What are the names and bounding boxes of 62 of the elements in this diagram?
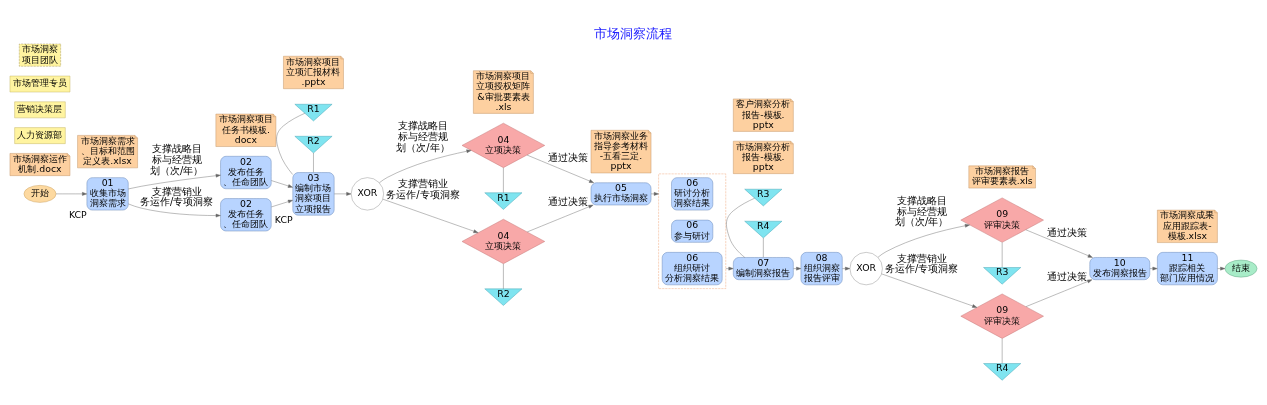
arrow — [334, 191, 352, 196]
arrow — [55, 191, 87, 196]
edge-label: 通过决策 — [1046, 270, 1087, 282]
arrow — [271, 179, 293, 188]
arrow — [725, 266, 734, 270]
arrow — [650, 191, 659, 196]
edge-label: 支撑营销业务运作/专项洞察 — [885, 252, 959, 274]
connector — [763, 237, 764, 258]
arrow — [842, 266, 850, 270]
connector — [313, 152, 314, 173]
arrow — [1149, 266, 1158, 270]
arrow — [128, 173, 221, 189]
node-label: KCP — [274, 213, 293, 225]
node-circle: XOR — [350, 176, 384, 210]
connector — [503, 263, 504, 289]
node-ellipse: 开始 — [23, 184, 57, 203]
arrow — [379, 149, 472, 183]
edge-label: 支撑营销业务运作/专项洞察 — [140, 185, 214, 207]
diagram-title: 市场洞察流程 — [594, 25, 673, 41]
arrow — [881, 273, 978, 308]
node-box: 05 执行市场洞察 — [590, 182, 652, 205]
edge-label: 支撑战略目标与经营规划（次/年） — [150, 142, 204, 176]
node-box: 03 编制市场洞察项目立项报告 — [292, 171, 335, 215]
edge-label: 通过决策 — [547, 151, 588, 163]
edge-label: 支撑战略目标与经营规划（次/年） — [396, 119, 450, 153]
arrow — [1025, 279, 1093, 307]
node-box: 人力资源部 — [14, 126, 66, 144]
node-box: 06 参与研讨 — [671, 219, 714, 243]
connector — [276, 112, 306, 175]
node-box: 市场洞察项目团队 — [19, 43, 61, 66]
arrow — [793, 266, 802, 270]
node-box: 08 组织洞察报告评审 — [800, 251, 843, 285]
connector — [503, 167, 504, 193]
edge-label: 支撑战略目标与经营规划（次/年） — [895, 194, 949, 227]
node-ellipse: 结束 — [1224, 259, 1258, 277]
node-diamond: 04 立项决策 — [461, 122, 545, 168]
arrow — [128, 203, 221, 217]
node-box: 11 跟踪相关部门应用情况 — [1157, 251, 1218, 285]
arrow — [271, 199, 293, 207]
node-box: 06 研讨分析洞察结果 — [671, 176, 714, 210]
arrow — [526, 204, 594, 232]
node-box: 02 发布任务、任命团队 — [220, 197, 272, 231]
arrow — [1217, 266, 1226, 270]
edge-label: 通过决策 — [1046, 226, 1087, 238]
node-box: 01 收集市场洞察需求 — [86, 176, 129, 210]
node-box: 02 发布任务、任命团队 — [220, 155, 272, 189]
arrow — [1025, 229, 1093, 258]
node-diamond: 04 立项决策 — [461, 218, 545, 264]
node-diamond: 09 评审决策 — [960, 293, 1044, 339]
node-circle: XOR — [849, 251, 883, 285]
edge-label: 通过决策 — [547, 195, 588, 207]
edge-label: 支撑营销业务运作/专项洞察 — [386, 177, 460, 200]
node-diamond: 09 评审决策 — [960, 197, 1044, 243]
arrow — [526, 154, 594, 183]
connector — [726, 197, 755, 258]
node-label: KCP — [68, 208, 87, 220]
node-box: 市场管理专员 — [9, 75, 71, 92]
arrow — [382, 198, 479, 233]
node-box: 营销决策层 — [14, 101, 66, 118]
arrow — [877, 223, 970, 257]
node-box: 06 组织研讨分析洞察结果 — [661, 251, 723, 285]
node-box: 07 编制洞察报告 — [733, 256, 794, 280]
